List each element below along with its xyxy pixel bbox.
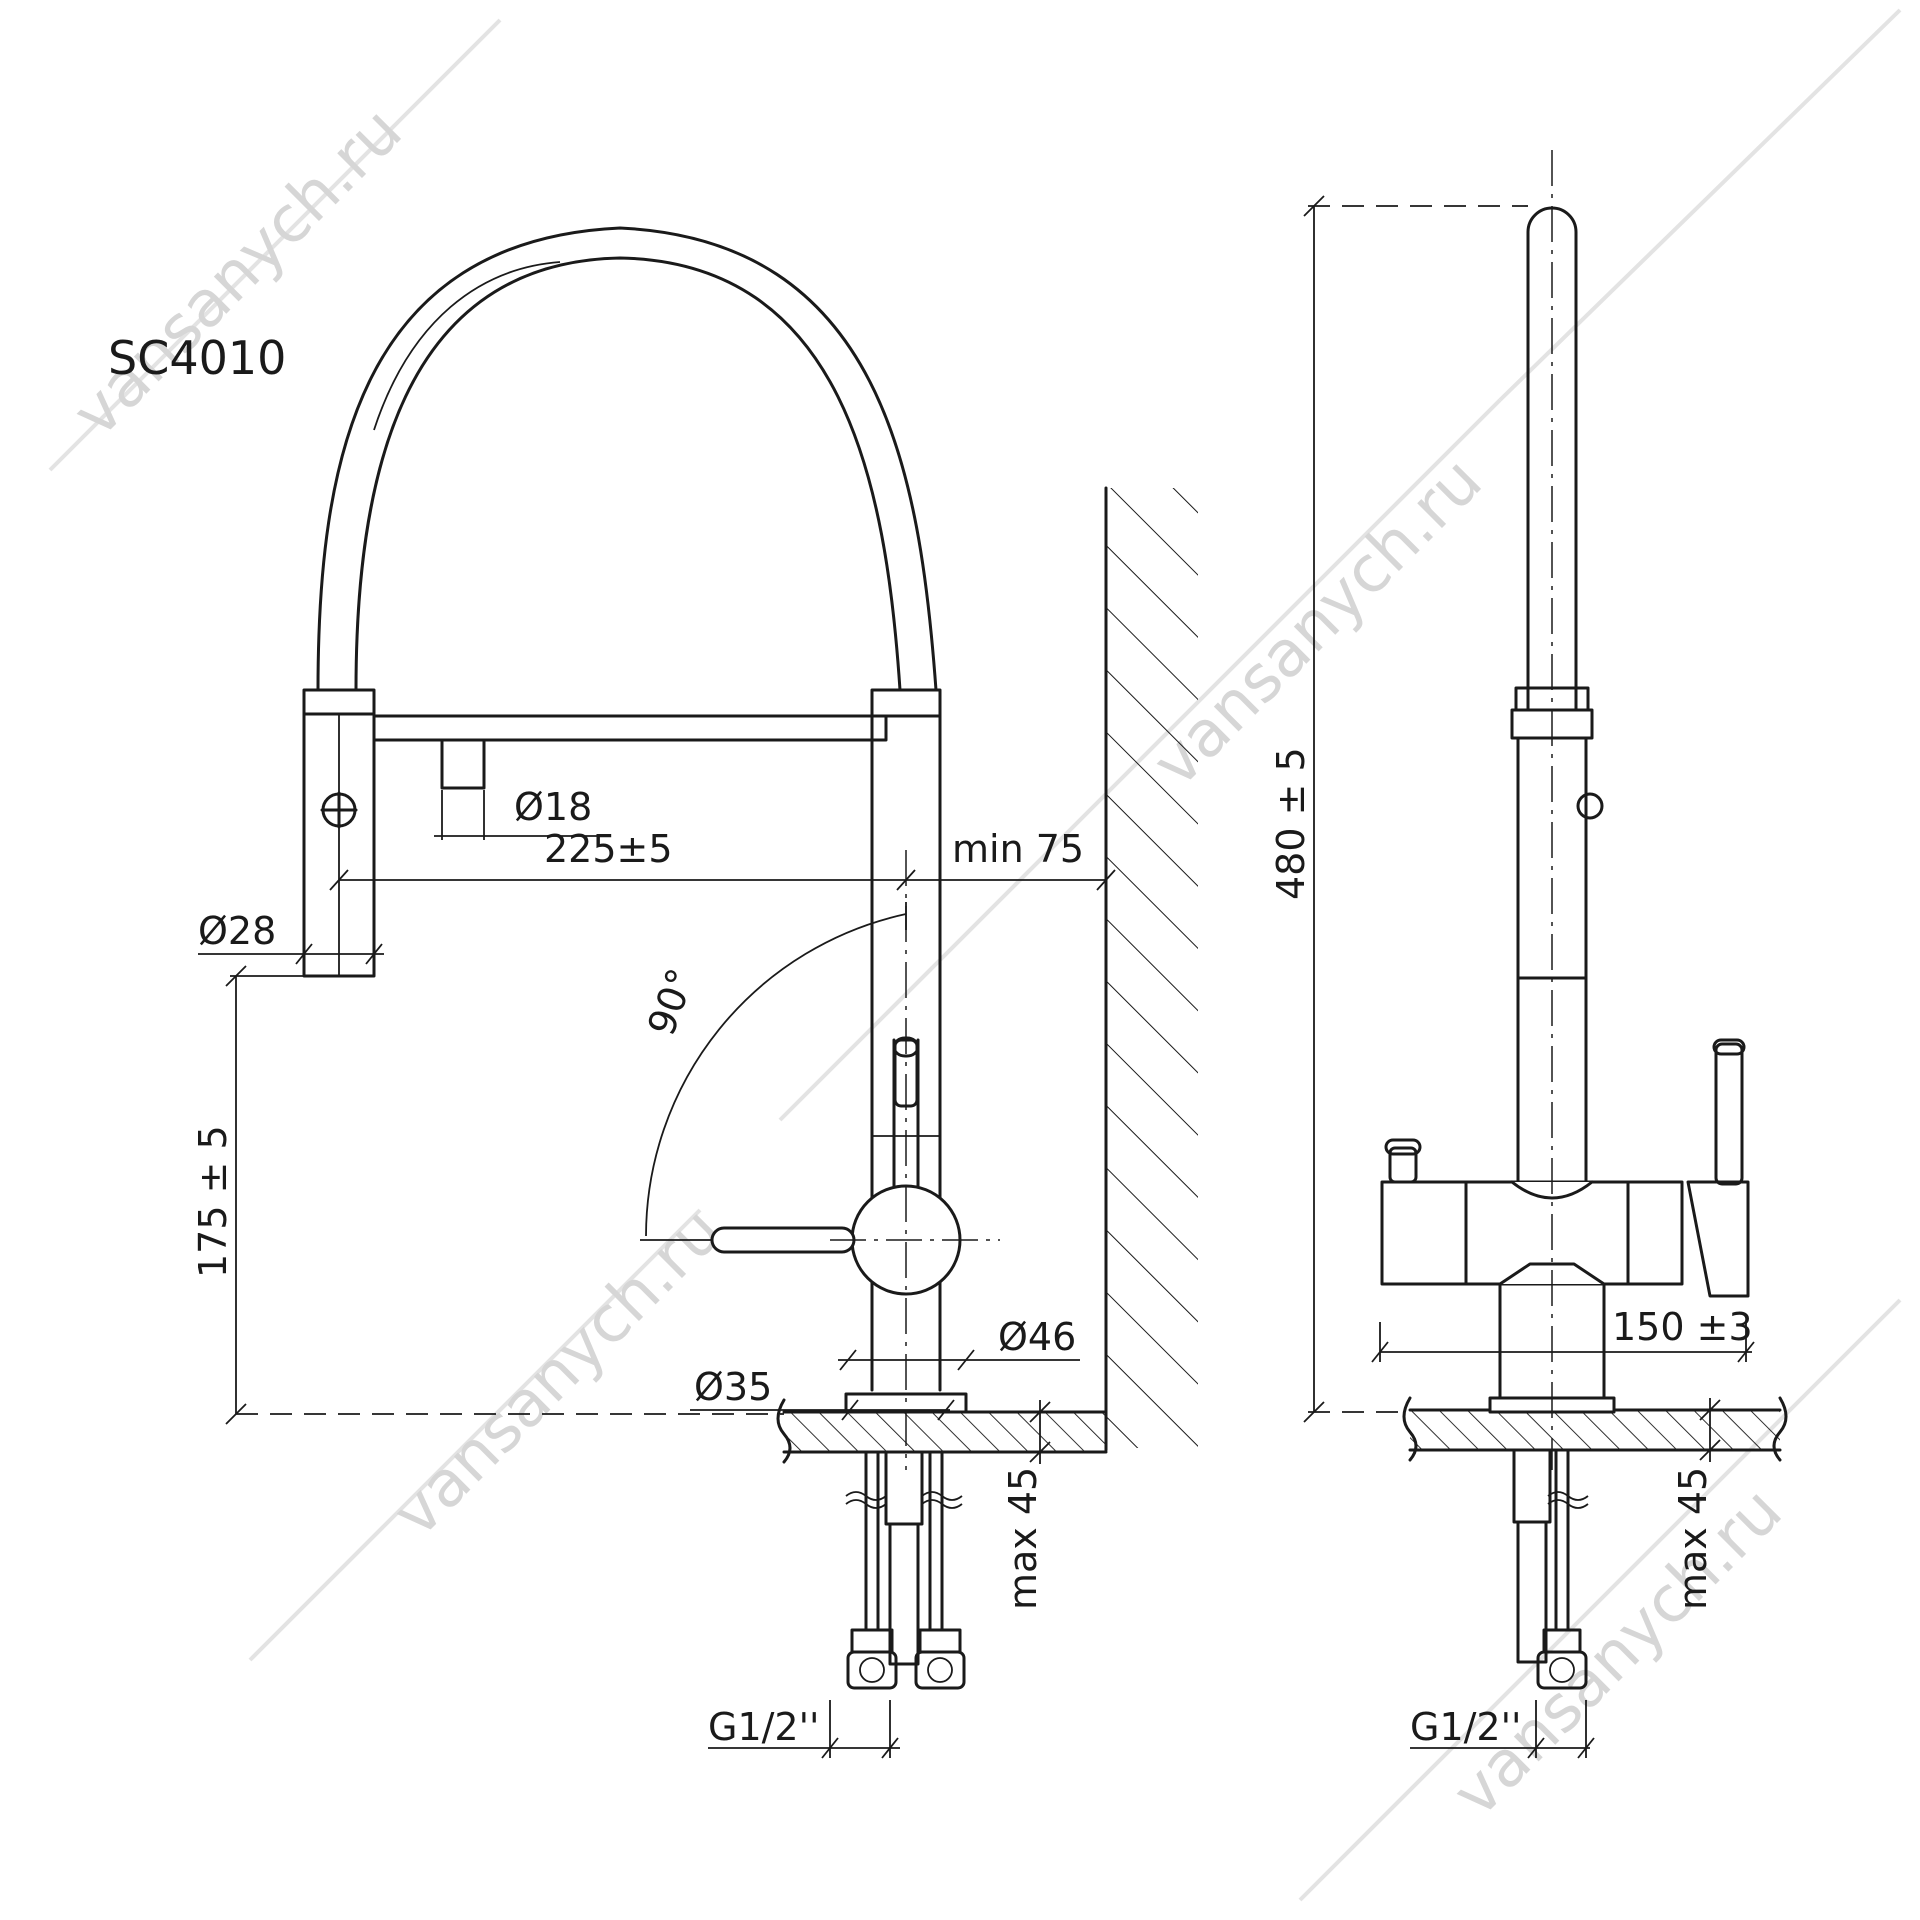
- model-title: SC4010: [108, 331, 286, 385]
- dim-spout-diameter: Ø28: [198, 909, 276, 953]
- dim-max-thickness-right: max 45: [1671, 1467, 1715, 1610]
- dim-handle-span: 150 ±3: [1612, 1305, 1753, 1349]
- dim-connection-right: G1/2'': [1410, 1705, 1522, 1749]
- dim-spray-diameter: Ø18: [514, 785, 592, 829]
- watermark-layer: vansanych.ru vansanych.ru vansanych.ru v…: [48, 8, 1902, 1902]
- faucet-side-view: [302, 226, 1000, 1690]
- dim-max-thickness-left: max 45: [1001, 1467, 1045, 1610]
- watermark-text-3: vansanych.ru: [379, 1194, 737, 1552]
- faucet-front-view: [1380, 150, 1750, 1690]
- dim-reach: 225±5: [544, 827, 673, 871]
- dim-body-diameter: Ø46: [998, 1315, 1076, 1359]
- watermark-text-4: vansanych.ru: [1439, 1474, 1797, 1832]
- dim-base-diameter: Ø35: [694, 1365, 772, 1409]
- wall: [1104, 486, 1198, 1452]
- dim-wall-clearance: min 75: [952, 827, 1084, 871]
- dimensions-left: Ø18 225±5 min 75 90° Ø28 175 ± 5 Ø46: [191, 785, 1116, 1759]
- dimensions-right: 480 ± 5 150 ±3 max 45 G1/2'': [1269, 195, 1755, 1759]
- dim-connection-left: G1/2'': [708, 1705, 820, 1749]
- dim-total-height: 480 ± 5: [1269, 747, 1313, 900]
- dim-rotation-angle: 90°: [639, 963, 703, 1041]
- dim-spout-height: 175 ± 5: [191, 1125, 235, 1278]
